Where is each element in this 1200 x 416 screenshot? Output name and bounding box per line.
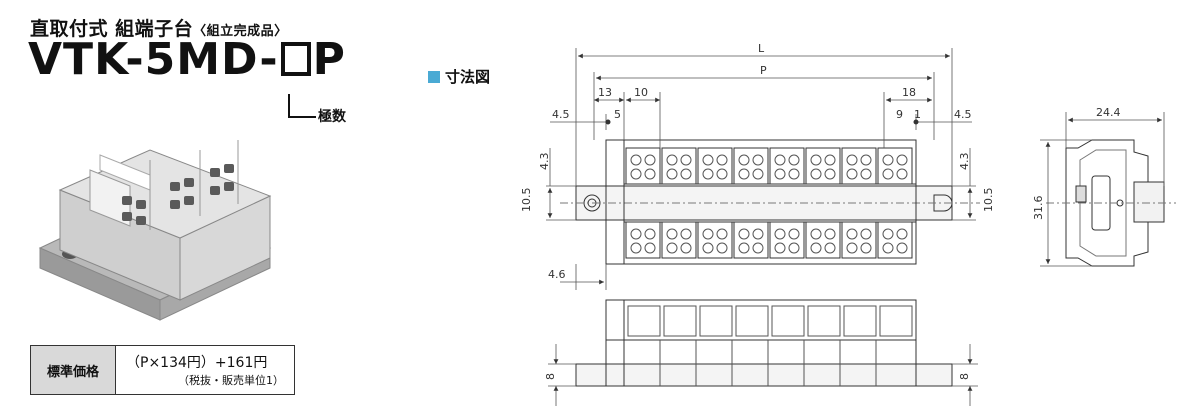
dim-5-label: 5 <box>614 108 621 121</box>
section-title-text: 寸法図 <box>445 68 491 86</box>
model-number: VTK-5MD-P <box>28 38 346 82</box>
pole-count-label: 極数 <box>318 109 346 125</box>
front-view-drawing <box>548 299 978 406</box>
price-note: （税抜・販売単位1） <box>178 374 284 387</box>
pole-bracket-line <box>288 94 316 118</box>
model-suffix: P <box>312 34 346 85</box>
dim-10.5-right-label: 10.5 <box>982 188 995 213</box>
dim-1-label: 1 <box>914 108 921 121</box>
subtitle-note: 〈組立完成品〉 <box>193 24 288 39</box>
model-prefix: VTK-5MD- <box>28 34 279 85</box>
dim-8-left-label: 8 <box>544 373 557 380</box>
dim-8-right-label: 8 <box>958 373 971 380</box>
price-table: 標準価格 （P×134円）+161円 （税抜・販売単位1） <box>30 345 295 395</box>
dim-4.3-right-label: 4.3 <box>958 153 971 171</box>
dim-10-label: 10 <box>634 86 648 99</box>
dim-24.4-label: 24.4 <box>1096 106 1121 119</box>
dim-10.5-left-label: 10.5 <box>520 188 533 213</box>
dim-4.6-label: 4.6 <box>548 268 566 281</box>
price-header: 標準価格 <box>30 345 116 395</box>
top-view-drawing <box>546 48 980 290</box>
dim-13-label: 13 <box>598 86 612 99</box>
dim-p-label: P <box>760 64 767 77</box>
dimension-section-title: 寸法図 <box>428 66 490 87</box>
price-formula: （P×134円）+161円 <box>126 355 268 371</box>
product-subtitle: 直取付式 組端子台〈組立完成品〉 <box>30 14 288 41</box>
dim-4.5-right-label: 4.5 <box>954 108 972 121</box>
dim-l-label: L <box>758 42 765 55</box>
dim-9-label: 9 <box>896 108 903 121</box>
subtitle-text: 直取付式 組端子台 <box>30 18 194 40</box>
dim-4.5-left-label: 4.5 <box>552 108 570 121</box>
price-value: （P×134円）+161円 （税抜・販売単位1） <box>115 345 295 395</box>
dim-18-label: 18 <box>902 86 916 99</box>
side-view-drawing <box>1040 112 1176 267</box>
dim-31.6-label: 31.6 <box>1032 196 1045 221</box>
product-photo <box>38 140 272 321</box>
blue-square-icon <box>428 71 440 83</box>
pole-placeholder-box <box>280 42 311 76</box>
dim-4.3-left-label: 4.3 <box>538 153 551 171</box>
